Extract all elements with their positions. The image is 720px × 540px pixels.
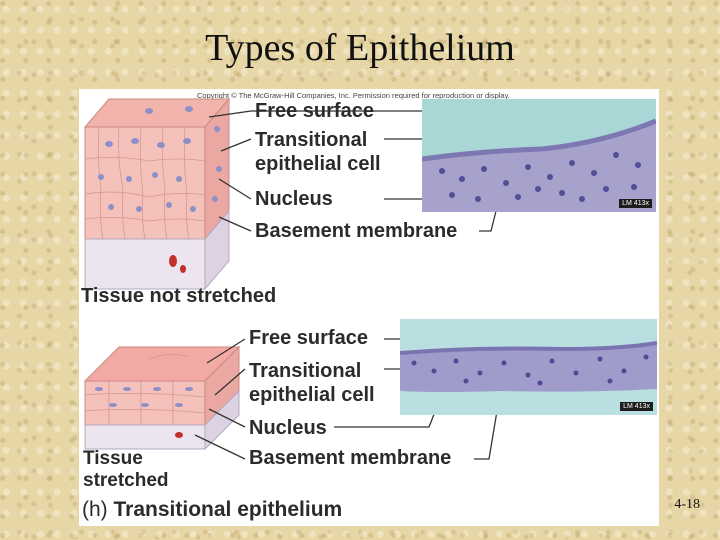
stretched-tissue-block: [83, 345, 241, 451]
magnification-label-top: LM 413x: [619, 199, 652, 208]
label-basement-membrane-top: Basement membrane: [255, 220, 458, 242]
magnification-label-bottom: LM 413x: [620, 402, 653, 411]
panel-title: Transitional epithelium: [113, 498, 343, 521]
label-free-surface-top: Free surface: [255, 100, 374, 122]
slide-number: 4-18: [674, 497, 700, 512]
copyright-notice: Copyright © The McGraw-Hill Companies, I…: [197, 91, 510, 100]
micrograph-unstretched: LM 413x: [422, 99, 656, 212]
transitional-epithelium-figure: Copyright © The McGraw-Hill Companies, I…: [79, 89, 659, 526]
micrograph-stretched: LM 413x: [400, 319, 657, 415]
slide-title: Types of Epithelium: [205, 27, 515, 69]
label-epithelial-cell-bottom: epithelial cell: [249, 384, 375, 406]
unstretched-tissue-block: [83, 97, 231, 291]
panel-letter: (h): [82, 498, 108, 521]
caption-tissue-not-stretched: Tissue not stretched: [81, 285, 277, 307]
label-nucleus-bottom: Nucleus: [249, 417, 327, 439]
panel-caption: (h) Transitional epithelium: [82, 498, 342, 522]
caption-tissue: Tissue: [83, 448, 143, 469]
label-free-surface-bottom: Free surface: [249, 327, 368, 349]
label-transitional-top: Transitional: [255, 129, 368, 151]
diagram-drawings: [83, 97, 500, 460]
label-transitional-bottom: Transitional: [249, 360, 362, 382]
label-basement-membrane-bottom: Basement membrane: [249, 447, 452, 469]
label-epithelial-cell-top: epithelial cell: [255, 153, 381, 175]
label-nucleus-top: Nucleus: [255, 188, 333, 210]
caption-stretched: stretched: [83, 470, 169, 491]
